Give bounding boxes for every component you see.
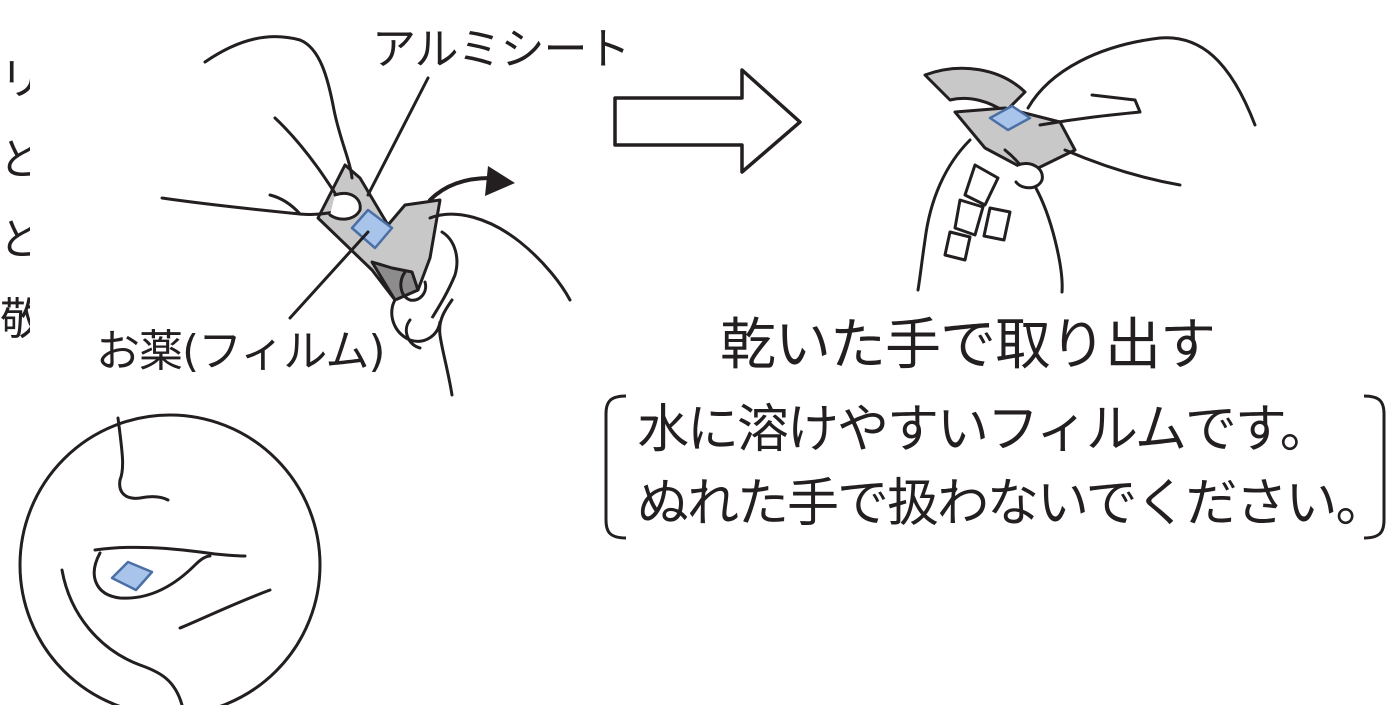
aluminum-sheet-label: アルミシート [372,24,631,75]
edge-char: ど [0,214,30,265]
mouth [93,545,247,558]
sheet-leader-line [366,76,430,197]
right-arrow-icon [613,68,802,174]
left-hand [916,138,1064,294]
chin [60,568,184,705]
medicine-film [350,208,394,250]
inset-circle [18,413,322,705]
peeling-hands-illustration [160,35,572,397]
medicine-film-label: お薬(フィルム) [96,326,386,377]
edge-char: ど [0,134,30,185]
edge-char: リ [0,54,30,105]
note-brackets [604,394,1386,540]
nose [116,416,170,502]
medicine-film [988,104,1032,132]
tongue [92,551,212,600]
film-leader-line [288,230,370,320]
edge-char: 敬 [0,294,30,345]
removing-film-illustration [916,36,1257,294]
instruction-caption: 乾いた手で取り出す [720,313,1216,378]
curved-arrow-icon [428,176,492,202]
clipped-edge-text: リ ど ど 敬 [0,40,30,360]
caution-note-line-2: ぬれた手で扱わないでください。 [637,474,1387,534]
right-hand [1026,36,1257,187]
aluminum-sheet-shadow [370,260,420,302]
aluminum-sheet-flap [923,66,1027,114]
caution-note-line-1: 水に溶けやすいフィルムです。 [637,400,1332,460]
left-hand [160,35,357,216]
right-hand [399,212,572,397]
tongue-placement-illustration [18,413,322,705]
medicine-film [110,560,154,592]
